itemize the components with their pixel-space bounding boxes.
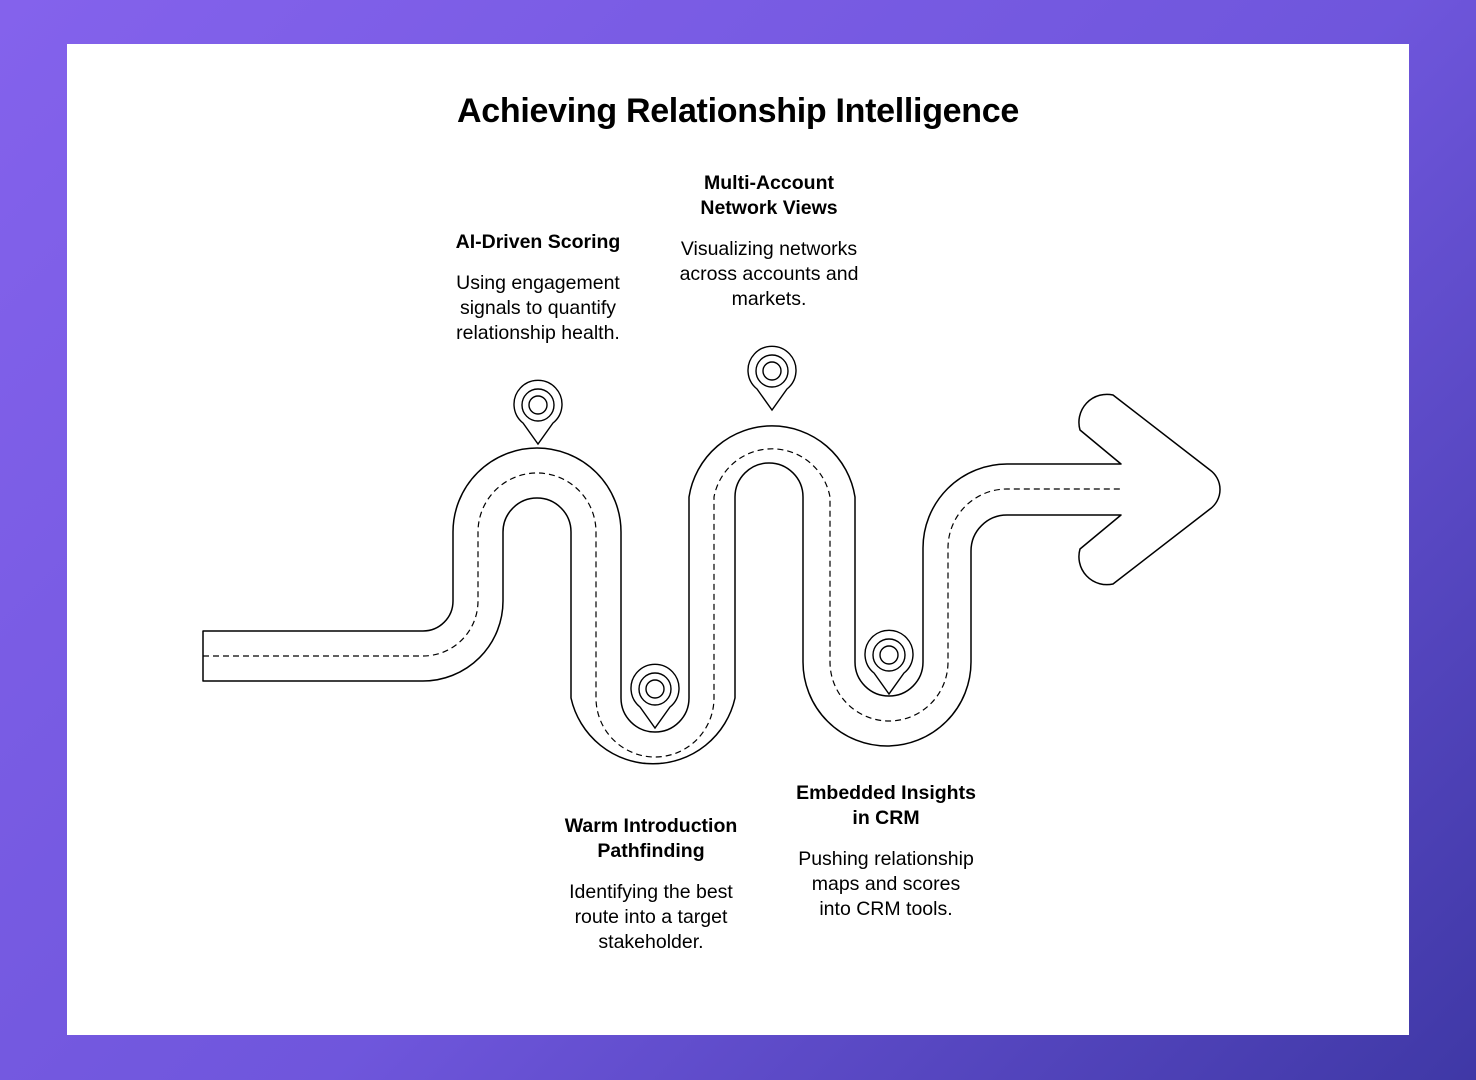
milestone-embedded-insights: Embedded Insights in CRM Pushing relatio…: [770, 781, 1002, 922]
milestone-description: Identifying the best route into a target…: [569, 881, 733, 953]
location-pin-icon: [630, 663, 680, 730]
page-title: Achieving Relationship Intelligence: [457, 92, 1019, 130]
milestone-warm-introduction: Warm Introduction Pathfinding Identifyin…: [537, 814, 765, 955]
milestone-title: Embedded Insights in CRM: [796, 782, 976, 829]
road-edge-upper: [202, 393, 1221, 765]
milestone-description: Using engagement signals to quantify rel…: [456, 272, 620, 344]
diagram-card: [67, 44, 1409, 1035]
milestone-title: Warm Introduction Pathfinding: [564, 815, 738, 862]
milestone-multi-account: Multi-Account Network Views Visualizing …: [654, 171, 884, 312]
road-center-line: [203, 448, 1121, 758]
milestone-description: Pushing relationship maps and scores int…: [798, 848, 974, 920]
location-pin-icon: [864, 629, 914, 696]
milestone-ai-driven-scoring: AI-Driven Scoring Using engagement signa…: [424, 230, 652, 346]
milestone-title: Multi-Account Network Views: [700, 172, 838, 219]
milestone-description: Visualizing networks across accounts and…: [679, 238, 859, 310]
location-pin-icon: [747, 345, 797, 412]
milestone-title: AI-Driven Scoring: [455, 231, 621, 253]
location-pin-icon: [513, 379, 563, 446]
